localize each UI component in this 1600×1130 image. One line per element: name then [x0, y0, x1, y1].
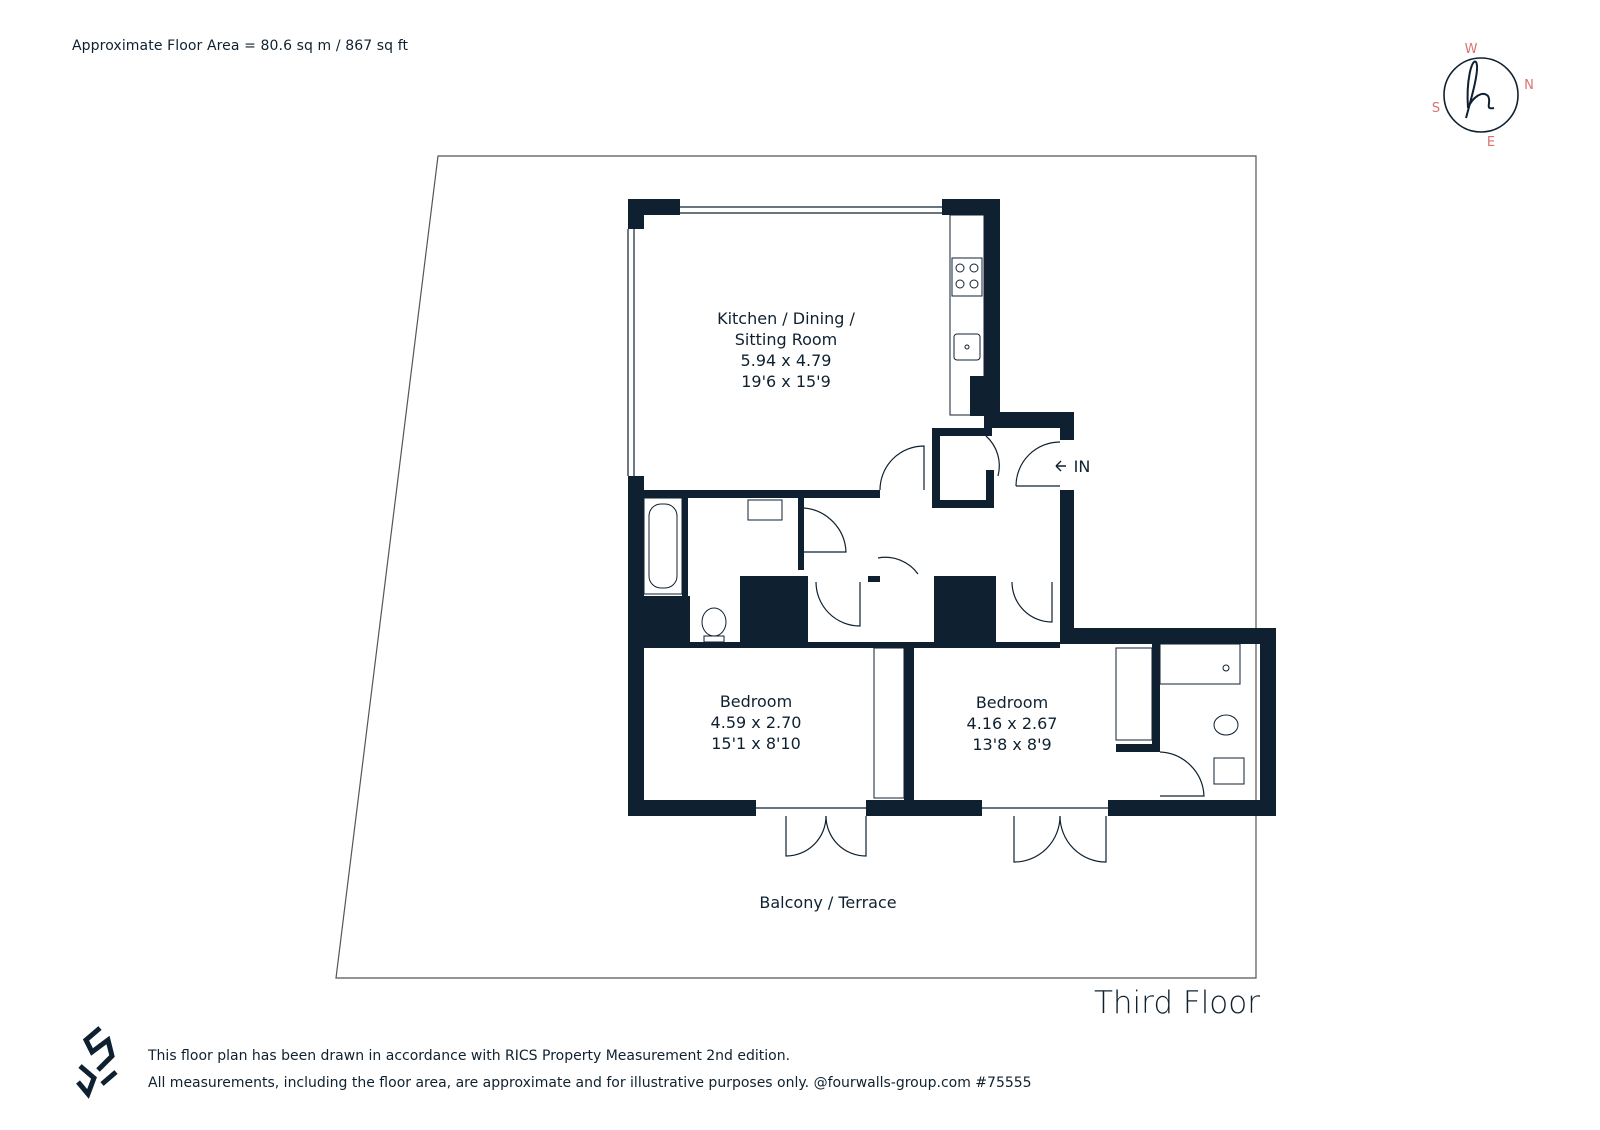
kitchen-label-line2: Sitting Room: [735, 330, 838, 349]
footer-line-2: All measurements, including the floor ar…: [148, 1075, 1032, 1091]
sink-icon: [953, 333, 981, 361]
wardrobe-icon: [873, 647, 905, 799]
bedroom1-label: Bedroom: [720, 692, 792, 711]
signature-h-icon: [1465, 60, 1495, 119]
floor-name: Third Floor: [1093, 985, 1260, 1021]
footer-disclaimer: This floor plan has been drawn in accord…: [148, 1043, 1032, 1097]
fourwalls-logo-icon: [76, 1026, 118, 1099]
bedroom1-imperial: 15'1 x 8'10: [711, 734, 801, 753]
kitchen-metric: 5.94 x 4.79: [741, 351, 832, 370]
bath-icon: [643, 497, 683, 595]
compass-south: S: [1432, 101, 1440, 116]
kitchen-label-line1: Kitchen / Dining /: [717, 309, 855, 328]
entrance-arrow-icon: [1055, 460, 1066, 472]
footer-line-1: This floor plan has been drawn in accord…: [148, 1048, 791, 1064]
room-labels: Kitchen / Dining / Sitting Room 5.94 x 4…: [711, 309, 1091, 912]
balcony-outline: [335, 155, 1257, 979]
bedroom2-metric: 4.16 x 2.67: [967, 714, 1058, 733]
compass-logo: W N S E: [1432, 42, 1534, 150]
entrance-label: IN: [1074, 457, 1091, 476]
compass-north: N: [1524, 78, 1534, 93]
shower-icon: [1159, 643, 1241, 685]
floor-area-text: Approximate Floor Area = 80.6 sq m / 867…: [72, 38, 409, 54]
kitchen-imperial: 19'6 x 15'9: [741, 372, 831, 391]
compass-west: W: [1465, 42, 1478, 57]
hob-icon: [951, 257, 983, 297]
toilet-icon: [701, 607, 727, 637]
bedroom2-label: Bedroom: [976, 693, 1048, 712]
doors: [785, 435, 1205, 863]
balcony-label: Balcony / Terrace: [759, 893, 896, 912]
bedroom1-metric: 4.59 x 2.70: [711, 713, 802, 732]
compass-east: E: [1487, 135, 1495, 150]
basin-icon: [747, 499, 783, 521]
fixtures: [643, 214, 1245, 799]
windows: [627, 206, 1108, 809]
walls: [628, 199, 1276, 816]
bedroom2-imperial: 13'8 x 8'9: [972, 735, 1051, 754]
